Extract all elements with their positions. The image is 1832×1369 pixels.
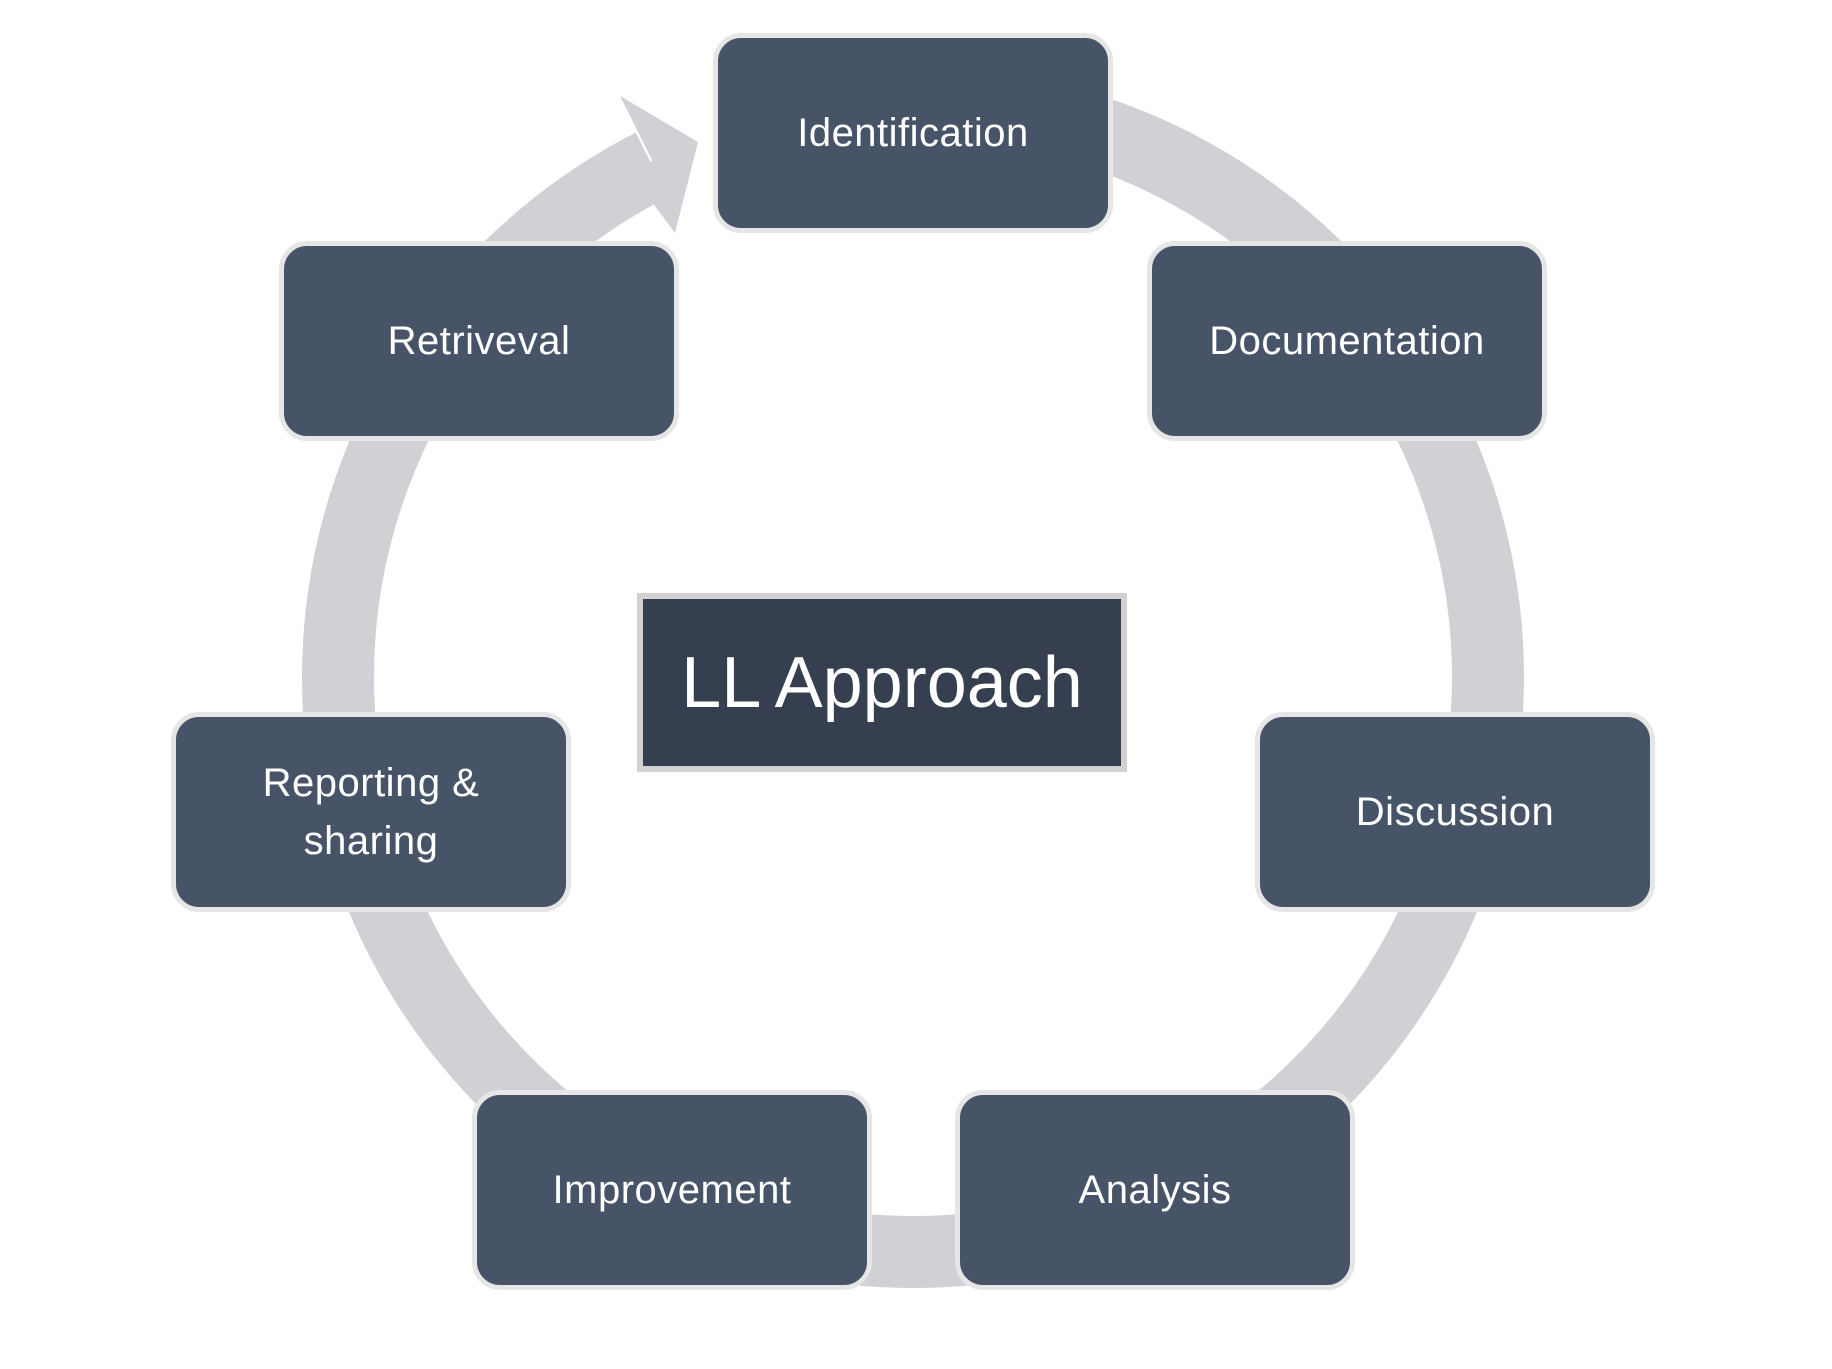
step-discussion[interactable]: Discussion — [1255, 712, 1655, 912]
step-label: Identification — [797, 111, 1029, 155]
step-retrieval[interactable]: Retriveval — [279, 241, 679, 441]
cycle-arrowhead-icon — [620, 96, 698, 233]
step-label: Discussion — [1355, 790, 1555, 834]
step-improvement[interactable]: Improvement — [472, 1090, 872, 1290]
step-identification[interactable]: Identification — [713, 33, 1113, 233]
step-reporting-sharing[interactable]: Reporting & sharing — [171, 712, 571, 912]
step-label: Retriveval — [387, 319, 571, 363]
center-title: LL Approach — [681, 642, 1083, 723]
step-label: Improvement — [552, 1168, 792, 1212]
step-analysis[interactable]: Analysis — [955, 1090, 1355, 1290]
step-label: Reporting & sharing — [262, 761, 480, 863]
step-label: Documentation — [1209, 319, 1485, 363]
step-documentation[interactable]: Documentation — [1147, 241, 1547, 441]
step-label: Analysis — [1078, 1168, 1232, 1212]
center-title-box: LL Approach — [637, 593, 1127, 772]
